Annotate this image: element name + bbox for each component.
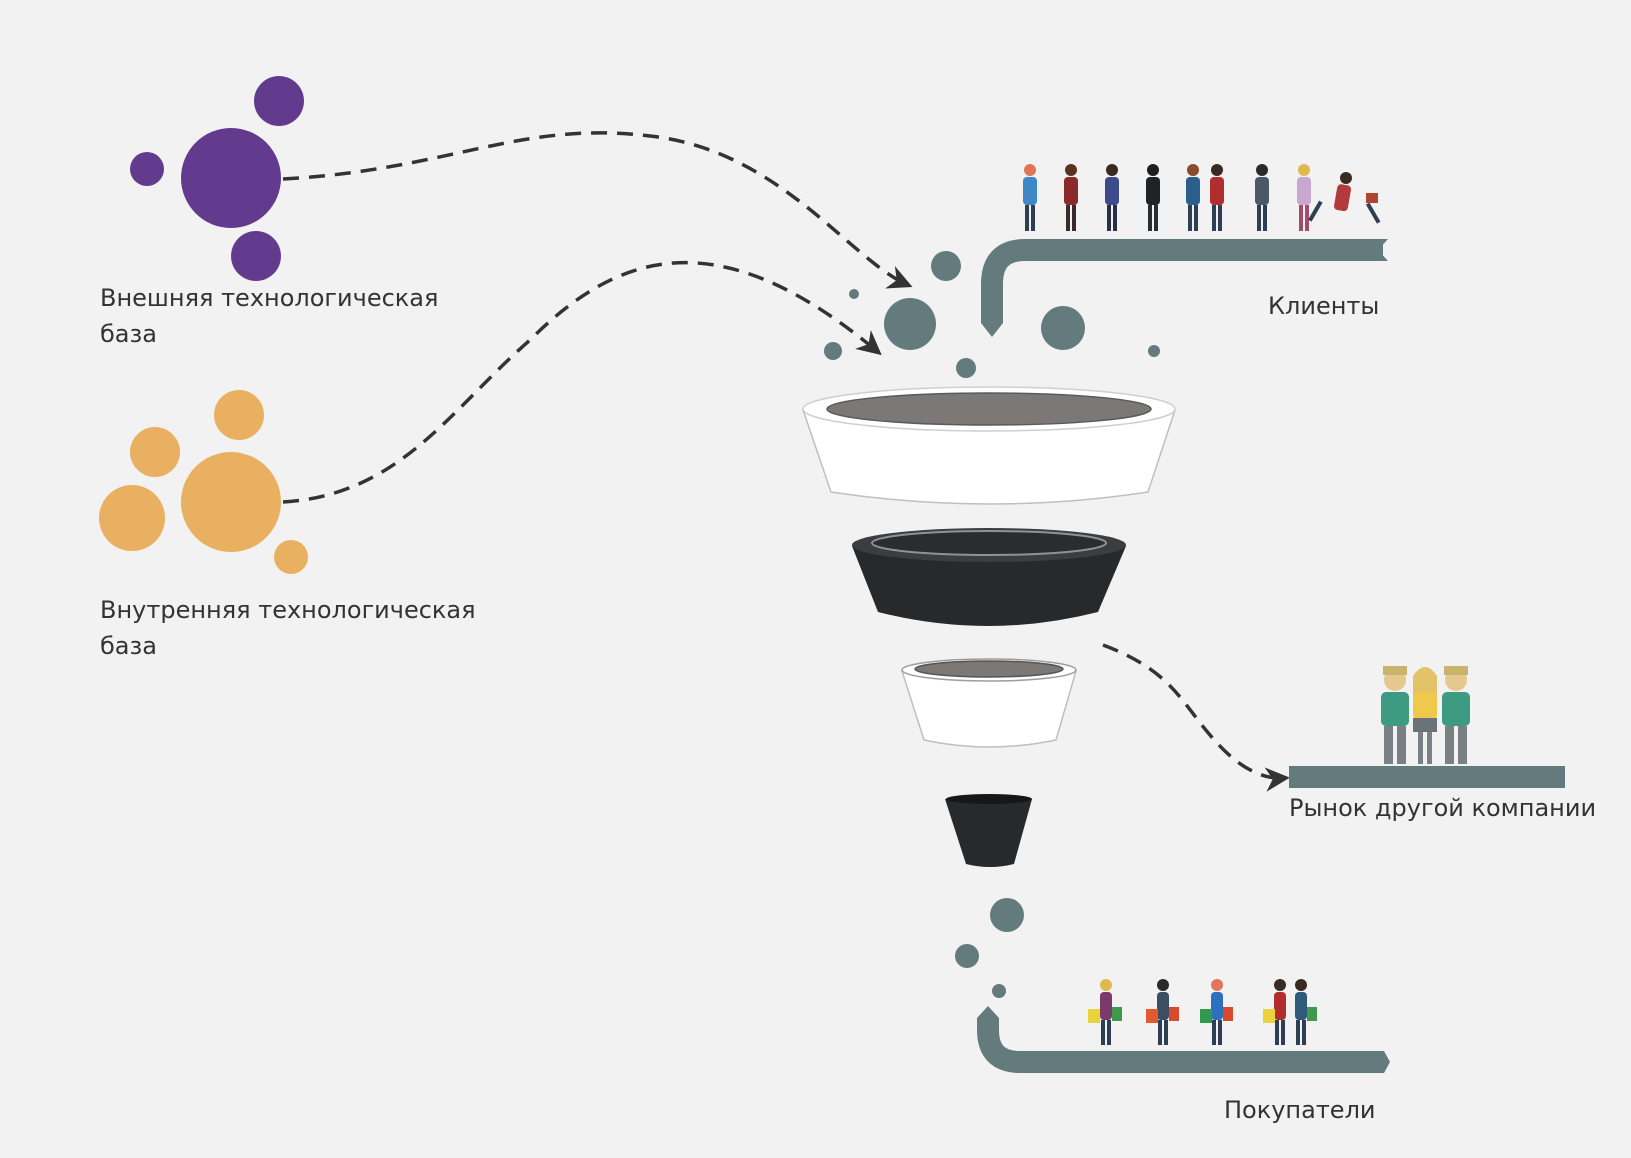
funnel-icon bbox=[803, 387, 1175, 867]
internal-base-cluster bbox=[99, 390, 308, 574]
other-market-shelf bbox=[1289, 766, 1565, 788]
team-icon bbox=[1381, 666, 1470, 764]
buyers-label: Покупатели bbox=[1224, 1092, 1376, 1128]
funnel-segment-1 bbox=[803, 387, 1175, 504]
buyers-conveyor bbox=[977, 1006, 1390, 1073]
funnel-segment-3 bbox=[902, 659, 1076, 747]
external-base-label: Внешняя технологическая база bbox=[100, 280, 500, 352]
market-arrow bbox=[1103, 645, 1285, 778]
people-queue-icon bbox=[1023, 164, 1380, 231]
other-market-label: Рынок другой компании bbox=[1289, 790, 1596, 826]
external-arrow bbox=[283, 133, 908, 285]
internal-base-label: Внутренняя технологическая база bbox=[100, 592, 520, 664]
shoppers-icon bbox=[1088, 979, 1317, 1045]
external-base-cluster bbox=[130, 76, 304, 281]
funnel-droplets-bottom bbox=[955, 898, 1024, 998]
funnel-segment-2 bbox=[852, 528, 1126, 626]
clients-label: Клиенты bbox=[1268, 288, 1379, 324]
funnel-segment-4 bbox=[945, 794, 1032, 867]
